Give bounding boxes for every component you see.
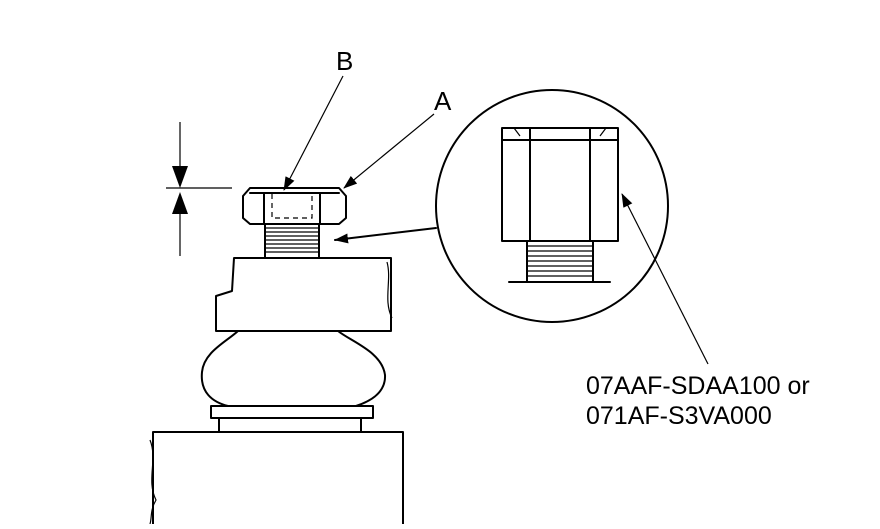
leader-line-a [343,113,435,189]
tool-leader-line [621,193,709,365]
height-dimension [166,122,232,256]
collar-rings [210,405,374,433]
callout-a: A [434,86,452,116]
detail-pointer-arrow [334,227,437,244]
tool-part-number-2: 071AF-S3VA000 [586,402,772,430]
self-locking-nut [242,187,347,225]
leader-line-b [283,75,344,191]
threaded-stud [264,223,320,259]
callout-b: B [336,46,354,76]
bump-stop [200,330,387,407]
shock-body [149,431,404,525]
upper-mount [215,257,392,332]
tool-part-number-1: 07AAF-SDAA100 or [586,372,810,400]
detail-view-circle [435,89,669,323]
